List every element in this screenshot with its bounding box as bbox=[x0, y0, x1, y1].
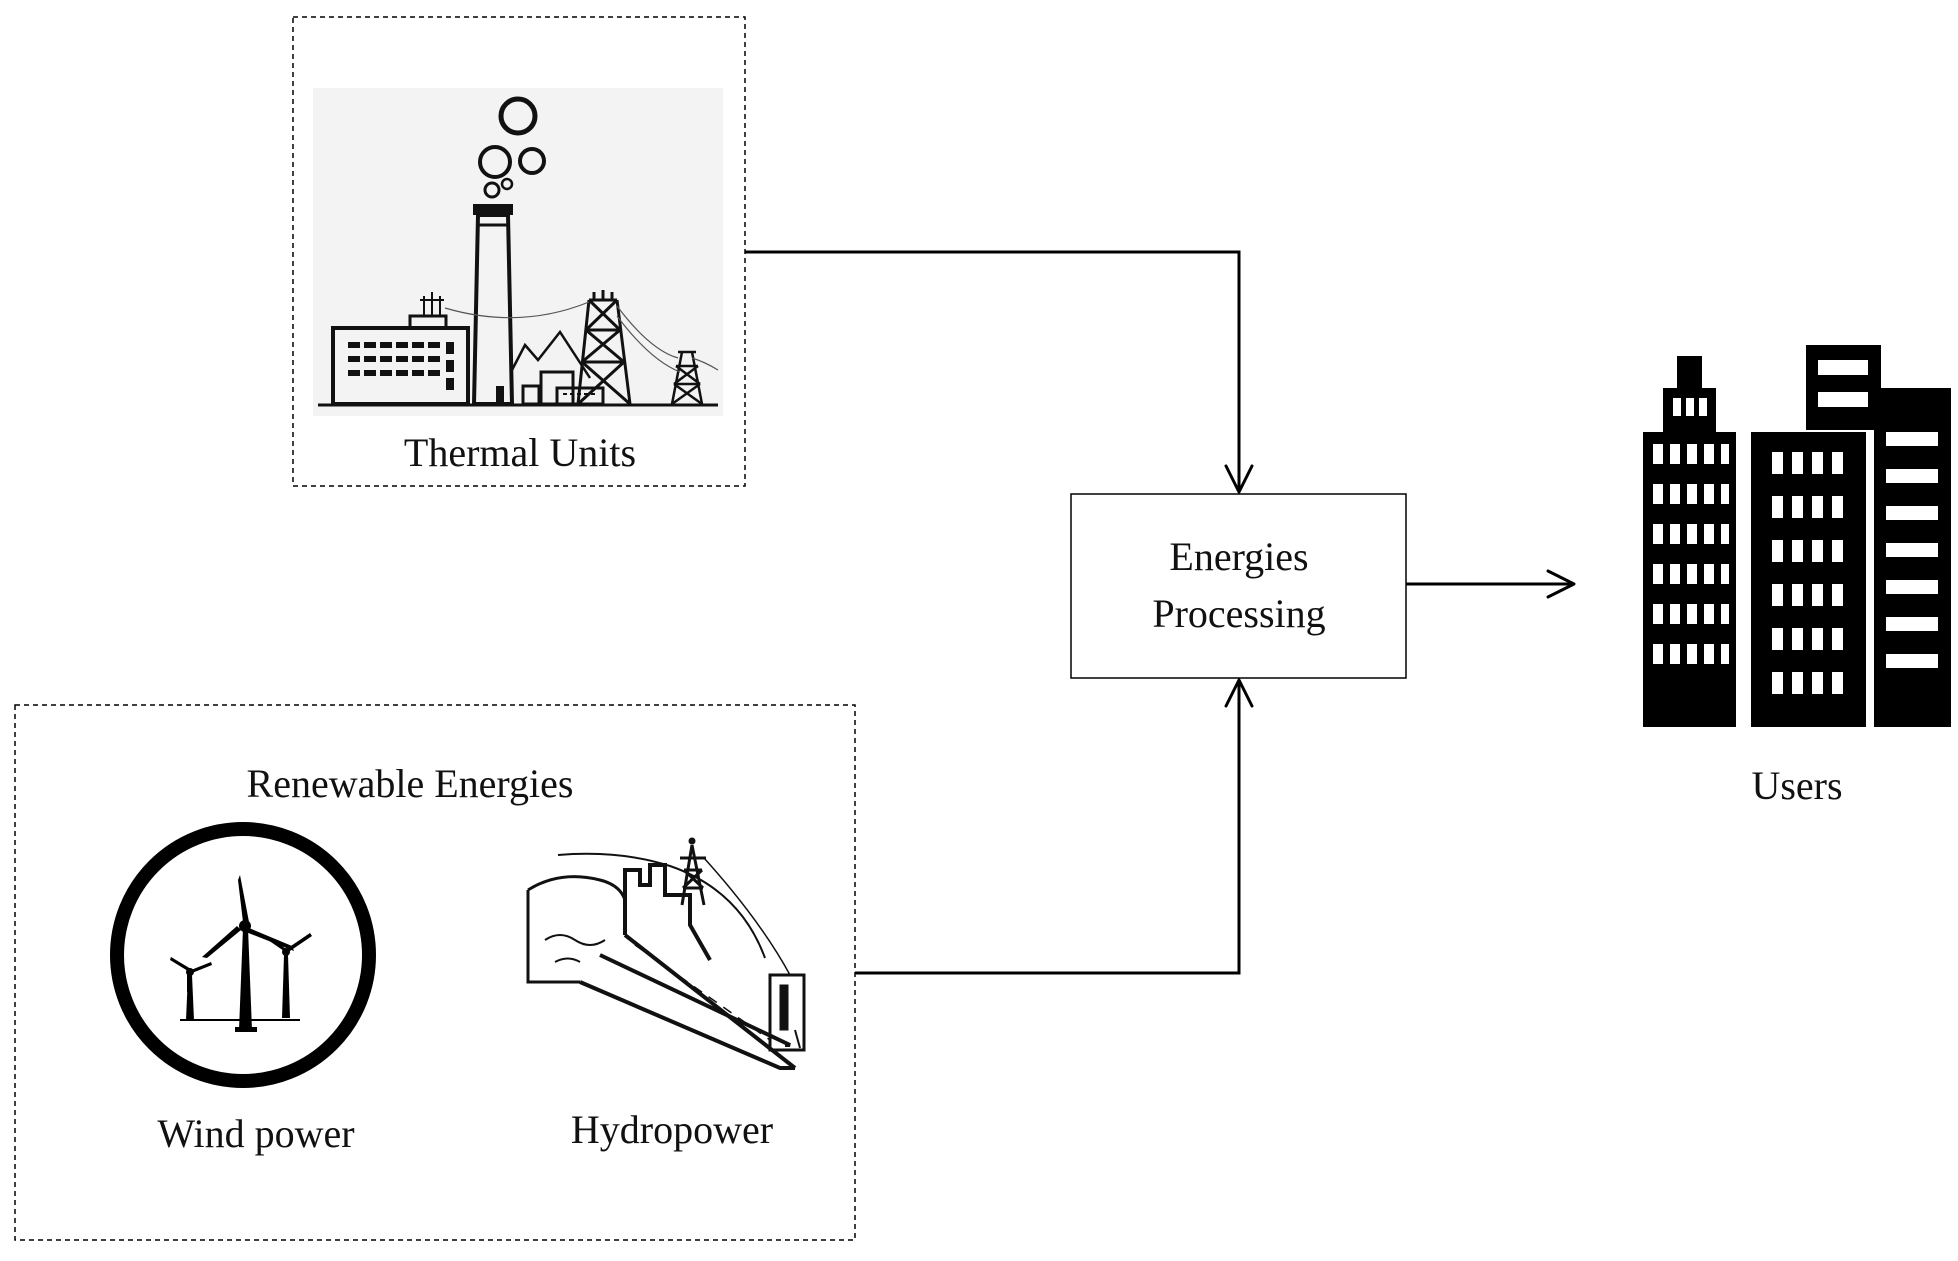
energies-processing-node: Energies Processing bbox=[1070, 493, 1407, 679]
edge-thermal-to-processing bbox=[745, 250, 1254, 494]
city-buildings-icon bbox=[1643, 345, 1951, 727]
energies-processing-box bbox=[1070, 493, 1407, 679]
energies-processing-label-line1: Energies bbox=[1169, 534, 1308, 579]
users-node: Users bbox=[1643, 345, 1951, 808]
renewable-energies-node: Renewable Energies Wind power bbox=[14, 704, 856, 1241]
power-plant-icon bbox=[313, 88, 723, 416]
thermal-units-label: Thermal Units bbox=[404, 430, 636, 475]
wind-turbine-icon bbox=[110, 822, 376, 1088]
wind-power-label: Wind power bbox=[157, 1111, 354, 1156]
edges bbox=[745, 250, 1576, 975]
users-label: Users bbox=[1751, 763, 1842, 808]
renewable-energies-label: Renewable Energies bbox=[247, 761, 574, 806]
hydropower-label: Hydropower bbox=[571, 1107, 773, 1152]
edge-renewable-to-processing bbox=[855, 678, 1254, 975]
hydropower-dam-icon bbox=[526, 837, 806, 1070]
energies-processing-label-line2: Processing bbox=[1152, 591, 1325, 636]
thermal-units-node: Thermal Units bbox=[292, 16, 746, 487]
